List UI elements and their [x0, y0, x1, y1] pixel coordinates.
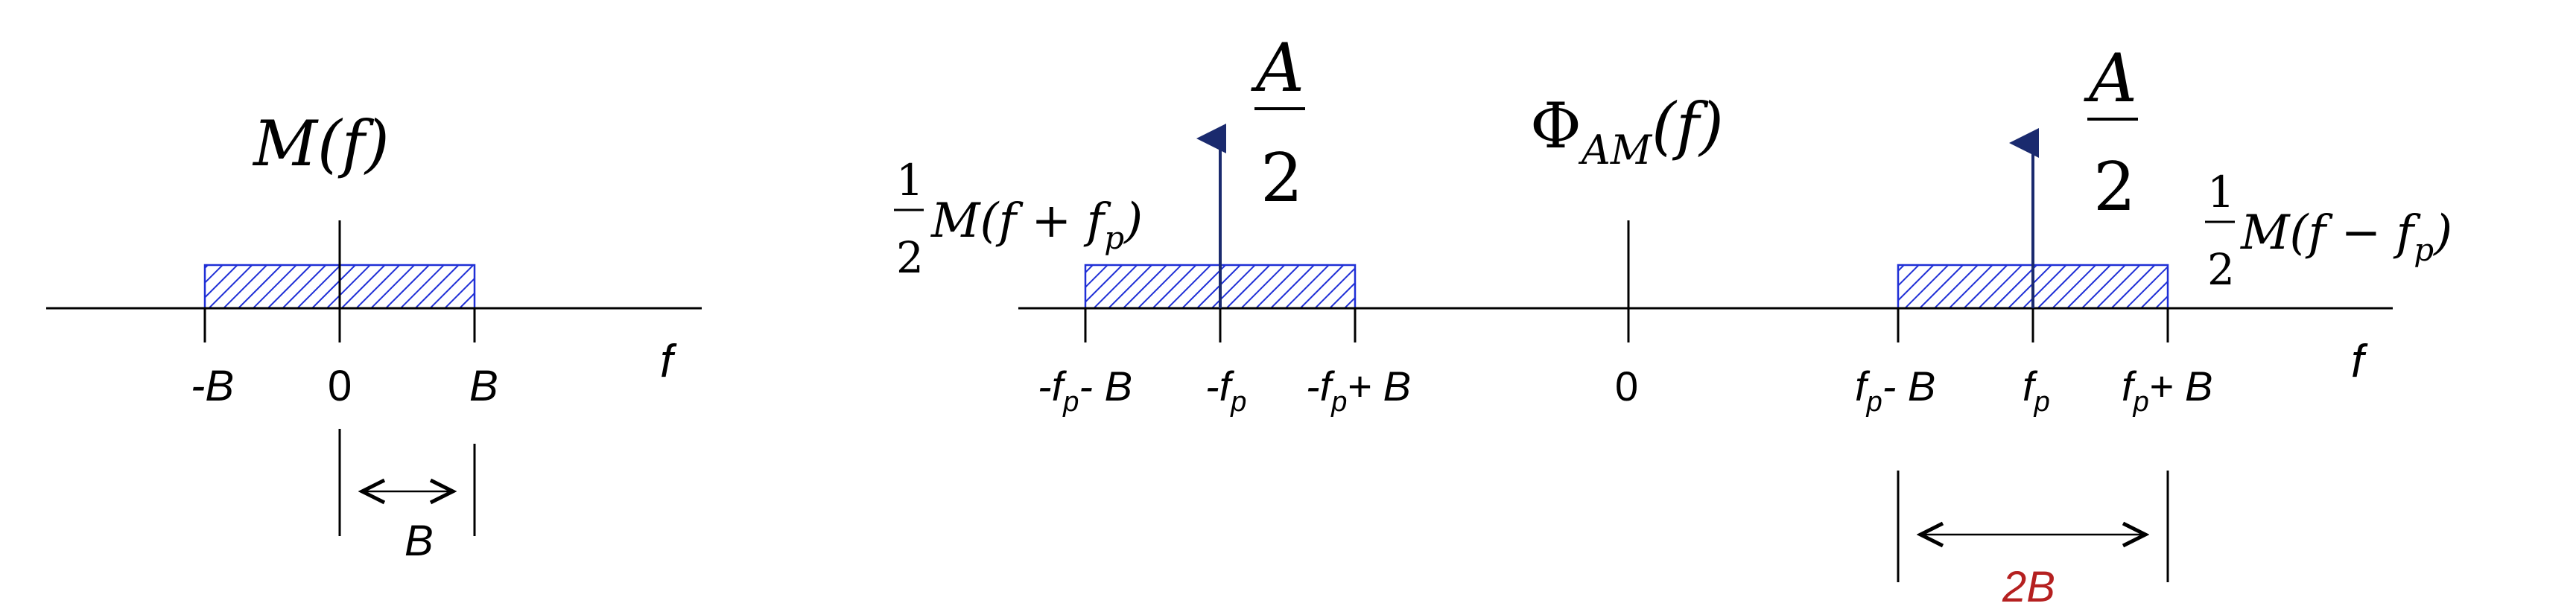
svg-text:2: 2 — [1260, 139, 1303, 217]
baseband-title: M(f) — [252, 107, 390, 180]
tick-label-minus-fp: -fp — [1205, 363, 1246, 418]
tick-label-am-zero: 0 — [1615, 363, 1638, 409]
upper-sideband-label: 1 2 M(f − fp) — [2205, 167, 2452, 295]
svg-text:M(f − fp): M(f − fp) — [2240, 205, 2452, 268]
am-title: ΦAM(f) — [1530, 89, 1724, 173]
am-spectrum: ΦAM(f) A 2 A 2 1 — [894, 29, 2452, 611]
svg-text:A: A — [1251, 29, 1304, 107]
frequency-label-right: f — [2351, 336, 2368, 387]
tick-label-fp-plus-B: fp+ B — [2122, 363, 2212, 418]
tick-label-minus-fp-plus-B: -fp+ B — [1306, 363, 1411, 418]
frequency-label-left: f — [660, 336, 677, 387]
tick-label-B: B — [469, 362, 498, 410]
svg-text:1: 1 — [2207, 167, 2235, 217]
tick-label-fp-minus-B: fp- B — [1855, 363, 1935, 418]
svg-text:A: A — [2084, 39, 2137, 118]
svg-text:2: 2 — [896, 232, 924, 283]
impulse-amplitude-left: A 2 — [1251, 29, 1305, 217]
bandwidth-label-B: B — [405, 517, 434, 565]
tick-label-minus-B: -B — [191, 362, 234, 410]
baseband-spectrum: M(f) -B 0 B f B — [46, 107, 702, 565]
svg-text:1: 1 — [896, 155, 924, 205]
tick-label-minus-fp-minus-B: -fp- B — [1038, 363, 1132, 418]
bandwidth-label-2B: 2B — [2002, 563, 2055, 611]
impulse-amplitude-right: A 2 — [2084, 39, 2138, 226]
svg-text:2: 2 — [2093, 148, 2136, 226]
svg-text:M(f + fp): M(f + fp) — [930, 194, 1143, 256]
tick-label-fp: fp — [2023, 363, 2050, 418]
lower-sideband-label: 1 2 M(f + fp) — [894, 155, 1143, 283]
tick-label-zero: 0 — [328, 362, 352, 410]
svg-text:2: 2 — [2207, 244, 2235, 295]
